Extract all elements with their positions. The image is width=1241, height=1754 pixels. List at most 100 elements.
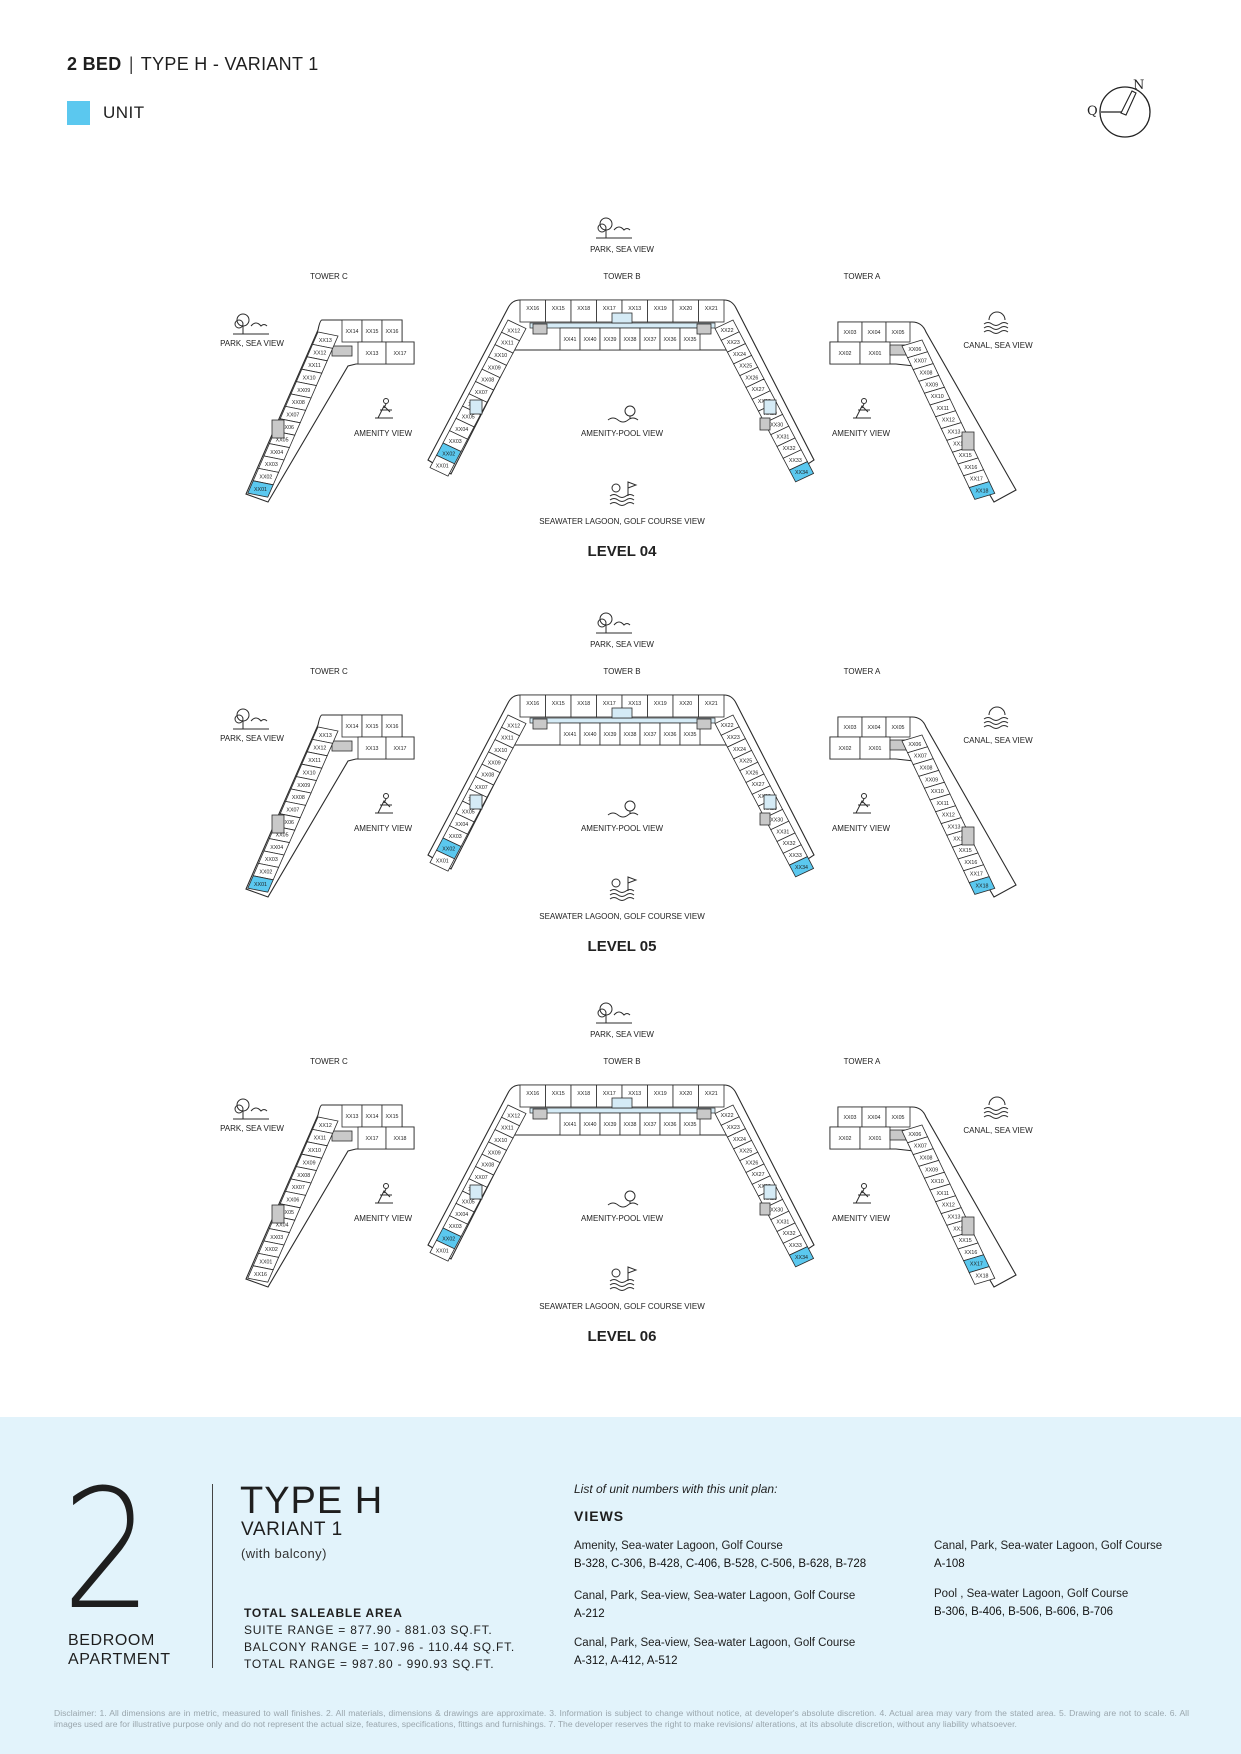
tower-b-right-wing-label: XX34 bbox=[795, 1255, 808, 1261]
tower-b-inner-label: XX39 bbox=[604, 1122, 617, 1128]
tower-b-left-wing-label: XX12 bbox=[507, 328, 520, 334]
tower-c-wing-label: XX05 bbox=[281, 1210, 294, 1216]
tower-c-wing-label: XX08 bbox=[292, 795, 305, 801]
level-label: LEVEL 04 bbox=[588, 543, 658, 560]
view-group-2-title: Canal, Park, Sea-view, Sea-water Lagoon,… bbox=[574, 1590, 856, 1602]
legend-label: UNIT bbox=[103, 103, 145, 122]
tower-a-top-label: XX03 bbox=[844, 330, 857, 336]
tower-c-wing-label: XX02 bbox=[265, 1247, 278, 1253]
tower-a-wing-label: XX12 bbox=[942, 813, 955, 819]
tower-b-right-wing-label: XX31 bbox=[776, 829, 789, 835]
tower-b-top-label: XX17 bbox=[603, 1091, 616, 1097]
tower-b-stair bbox=[696, 323, 712, 335]
tower-b-right-wing-label: XX26 bbox=[745, 770, 758, 776]
tower-a-top-unit bbox=[885, 1106, 911, 1128]
tower-b-right-wing-label: XX34 bbox=[795, 865, 808, 871]
tower-a-label: TOWER A bbox=[844, 1057, 881, 1066]
tower-b-left-wing-label: XX01 bbox=[436, 464, 449, 470]
view-group-5-units: B-306, B-406, B-506, B-606, B-706 bbox=[934, 1606, 1113, 1618]
tower-c-wing-label: XX11 bbox=[314, 1136, 327, 1142]
tower-b-inner-label: XX36 bbox=[664, 732, 677, 738]
divider bbox=[212, 1484, 213, 1668]
tower-b-top-unit bbox=[698, 299, 725, 323]
tower-c-wing-label: XX01 bbox=[254, 882, 267, 888]
tower-b-top-label: XX15 bbox=[552, 701, 565, 707]
tower-c-lower-stair bbox=[271, 814, 285, 834]
type-name: TYPE H bbox=[240, 1480, 384, 1522]
tower-b-top-label: XX13 bbox=[628, 306, 641, 312]
view-group-4-units: A-108 bbox=[934, 1558, 965, 1570]
tower-b-left-wing-label: XX11 bbox=[501, 1126, 514, 1132]
tower-b-inner-label: XX35 bbox=[684, 1122, 697, 1128]
tower-a-wing-label: XX16 bbox=[964, 465, 977, 471]
tower-c-wing-cell bbox=[247, 480, 274, 498]
tower-b-right-wing-label: XX30 bbox=[770, 1208, 783, 1214]
tower-a-wing-label: XX07 bbox=[914, 754, 927, 760]
view-label-amenity-right: AMENITY VIEW bbox=[832, 1214, 891, 1223]
tower-b-corridor bbox=[529, 717, 716, 724]
tower-a-wing-label: XX06 bbox=[908, 347, 921, 353]
tower-b-left-wing-label: XX05 bbox=[462, 810, 475, 816]
tower-b-top-label: XX15 bbox=[552, 1091, 565, 1097]
tower-b-right-wing-label: XX27 bbox=[752, 387, 765, 393]
compass-west-label: Q bbox=[1087, 104, 1098, 119]
tower-b-right-wing-label: XX31 bbox=[776, 1219, 789, 1225]
tower-b-inner-label: XX41 bbox=[564, 1122, 577, 1128]
golf-lagoon-icon bbox=[609, 481, 638, 506]
tower-c-wing-label: XX04 bbox=[276, 1222, 289, 1228]
tower-c-wing-label: XX02 bbox=[259, 870, 272, 876]
tower-b-right-core bbox=[763, 1184, 777, 1200]
tower-b-left-wing-label: XX03 bbox=[449, 439, 462, 445]
tower-b-right-wing-cell bbox=[788, 461, 815, 483]
tower-c-stair bbox=[331, 740, 353, 752]
tower-b-left-core bbox=[469, 794, 483, 810]
tree-view-icon bbox=[233, 313, 269, 335]
tower-b-left-wing-label: XX10 bbox=[494, 748, 507, 754]
tower-b-stair bbox=[696, 718, 712, 730]
view-label-left: PARK, SEA VIEW bbox=[220, 339, 284, 348]
view-label-top: PARK, SEA VIEW bbox=[590, 640, 654, 649]
sea-view-icon bbox=[983, 706, 1009, 729]
tower-a-wing-label: XX17 bbox=[970, 1262, 983, 1268]
tower-a-wing-label: XX09 bbox=[925, 777, 938, 783]
pool-view-icon bbox=[607, 800, 639, 818]
tower-c-wing-label: XX10 bbox=[308, 1148, 321, 1154]
tower-b-top-label: XX21 bbox=[705, 306, 718, 312]
suite-range: SUITE RANGE = 877.90 - 881.03 SQ.FT. bbox=[244, 1623, 493, 1637]
tower-c-inner-label: XX13 bbox=[366, 351, 379, 357]
tower-a-wing-label: XX10 bbox=[931, 1179, 944, 1185]
disclaimer: Disclaimer: 1. All dimensions are in met… bbox=[54, 1708, 1189, 1730]
tower-b-top-unit bbox=[698, 694, 725, 718]
summary-panel bbox=[0, 1417, 1241, 1754]
sea-view-icon bbox=[983, 311, 1009, 334]
tower-b-inner-label: XX40 bbox=[584, 1122, 597, 1128]
tower-a-wing-label: XX16 bbox=[964, 1250, 977, 1256]
tower-c-wing-label: XX11 bbox=[308, 758, 321, 764]
tower-c-wing-label: XX05 bbox=[276, 437, 289, 443]
view-group-4-title: Canal, Park, Sea-water Lagoon, Golf Cour… bbox=[934, 1540, 1163, 1552]
tower-b-right-stair bbox=[759, 812, 771, 826]
tower-b-right-wing-label: XX26 bbox=[745, 375, 758, 381]
tower-b-right-wing-label: XX31 bbox=[776, 434, 789, 440]
tower-c-wing-label: XX04 bbox=[270, 845, 283, 851]
tower-b-label: TOWER B bbox=[603, 272, 640, 281]
tower-b-left-wing-label: XX02 bbox=[442, 1236, 455, 1242]
total-range: TOTAL RANGE = 987.80 - 990.93 SQ.FT. bbox=[244, 1657, 495, 1671]
tower-a-top-label: XX04 bbox=[868, 1115, 881, 1121]
tower-b-top-label: XX16 bbox=[526, 701, 539, 707]
page-header: 2 BED | TYPE H - VARIANT 1 bbox=[67, 54, 319, 75]
tower-c-wing-label: XX13 bbox=[319, 733, 332, 739]
tower-b-inner-unit bbox=[679, 722, 701, 746]
tower-a-wing-label: XX18 bbox=[976, 1274, 989, 1280]
tower-a-top-label: XX03 bbox=[844, 725, 857, 731]
tower-c-stair bbox=[331, 345, 353, 357]
tower-a-inner-label: XX02 bbox=[839, 351, 852, 357]
tower-b-inner-label: XX35 bbox=[684, 337, 697, 343]
tower-a-wing-label: XX11 bbox=[937, 1191, 950, 1197]
tower-b-inner-label: XX37 bbox=[644, 732, 657, 738]
